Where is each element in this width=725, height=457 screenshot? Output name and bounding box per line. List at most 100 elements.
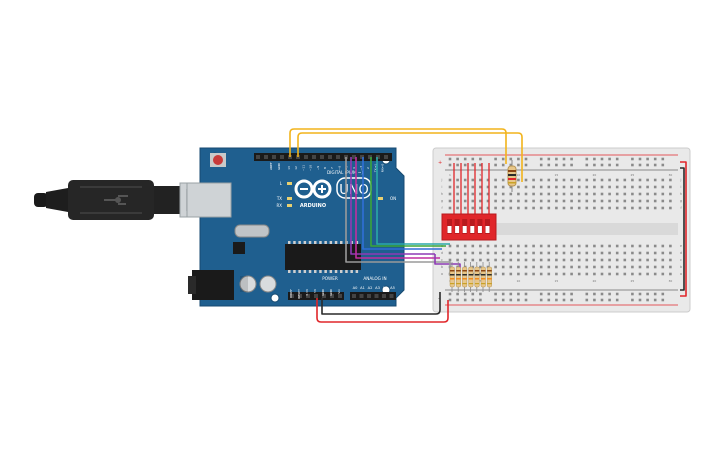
breadboard-hole[interactable] <box>532 199 535 203</box>
breadboard-hole[interactable] <box>486 192 490 196</box>
header-hole[interactable] <box>280 155 284 159</box>
breadboard-hole[interactable] <box>463 258 467 262</box>
breadboard-hole[interactable] <box>532 265 535 269</box>
breadboard-hole[interactable] <box>494 178 497 182</box>
rail-hole[interactable] <box>471 157 475 161</box>
breadboard-hole[interactable] <box>646 272 649 276</box>
rail-hole[interactable] <box>448 163 452 167</box>
breadboard-hole[interactable] <box>524 265 528 269</box>
rail-hole[interactable] <box>631 298 634 302</box>
rail-hole[interactable] <box>608 292 611 296</box>
breadboard-hole[interactable] <box>471 251 475 255</box>
rail-hole[interactable] <box>562 157 566 161</box>
breadboard-hole[interactable] <box>615 206 619 210</box>
breadboard-hole[interactable] <box>501 251 505 255</box>
breadboard-hole[interactable] <box>577 272 581 276</box>
rail-hole[interactable] <box>653 163 657 167</box>
breadboard-hole[interactable] <box>661 185 665 189</box>
breadboard-hole[interactable] <box>524 185 528 189</box>
breadboard-hole[interactable] <box>562 244 566 248</box>
breadboard-hole[interactable] <box>593 192 596 196</box>
rail-hole[interactable] <box>608 163 611 167</box>
breadboard-hole[interactable] <box>547 178 551 182</box>
wire-yellow-outer[interactable] <box>289 128 507 164</box>
breadboard-hole[interactable] <box>615 185 619 189</box>
rail-hole[interactable] <box>585 163 589 167</box>
breadboard-hole[interactable] <box>463 206 467 210</box>
header-hole[interactable] <box>256 155 260 159</box>
resistor-body[interactable] <box>480 266 486 288</box>
header-hole[interactable] <box>336 155 340 159</box>
breadboard-hole[interactable] <box>653 192 657 196</box>
breadboard-hole[interactable] <box>646 199 649 203</box>
breadboard-hole[interactable] <box>585 251 589 255</box>
breadboard-hole[interactable] <box>532 251 535 255</box>
breadboard-hole[interactable] <box>638 251 642 255</box>
breadboard-hole[interactable] <box>570 199 573 203</box>
breadboard-hole[interactable] <box>653 199 657 203</box>
breadboard-hole[interactable] <box>555 272 558 276</box>
dip-switch-toggle[interactable] <box>447 226 452 233</box>
rail-hole[interactable] <box>646 157 649 161</box>
breadboard-hole[interactable] <box>501 272 505 276</box>
breadboard-hole[interactable] <box>631 192 634 196</box>
rail-hole[interactable] <box>653 157 657 161</box>
breadboard-hole[interactable] <box>517 206 520 210</box>
rail-hole[interactable] <box>615 298 619 302</box>
breadboard-hole[interactable] <box>608 251 611 255</box>
header-hole[interactable] <box>304 155 308 159</box>
header-hole[interactable] <box>320 155 324 159</box>
rail-hole[interactable] <box>517 292 520 296</box>
breadboard-hole[interactable] <box>555 199 558 203</box>
breadboard-hole[interactable] <box>615 244 619 248</box>
breadboard-hole[interactable] <box>456 178 459 182</box>
rail-hole[interactable] <box>570 292 573 296</box>
rail-hole[interactable] <box>479 298 482 302</box>
breadboard-hole[interactable] <box>509 199 513 203</box>
rail-hole[interactable] <box>600 292 604 296</box>
breadboard-hole[interactable] <box>638 185 642 189</box>
rail-hole[interactable] <box>524 157 528 161</box>
header-hole[interactable] <box>290 294 294 298</box>
rail-hole[interactable] <box>600 163 604 167</box>
rail-hole[interactable] <box>539 292 543 296</box>
breadboard-hole[interactable] <box>585 192 589 196</box>
breadboard-hole[interactable] <box>646 185 649 189</box>
breadboard-hole[interactable] <box>661 192 665 196</box>
breadboard-hole[interactable] <box>615 178 619 182</box>
breadboard-hole[interactable] <box>593 199 596 203</box>
breadboard-hole[interactable] <box>577 258 581 262</box>
rail-hole[interactable] <box>585 292 589 296</box>
breadboard-hole[interactable] <box>547 272 551 276</box>
breadboard-hole[interactable] <box>555 265 558 269</box>
breadboard-hole[interactable] <box>517 185 520 189</box>
breadboard-hole[interactable] <box>562 185 566 189</box>
breadboard-hole[interactable] <box>623 258 627 262</box>
breadboard-hole[interactable] <box>631 244 634 248</box>
breadboard-hole[interactable] <box>479 178 482 182</box>
rail-hole[interactable] <box>547 163 551 167</box>
breadboard-hole[interactable] <box>471 185 475 189</box>
breadboard-hole[interactable] <box>669 265 672 269</box>
wire-gnd-black[interactable] <box>321 292 441 315</box>
rail-hole[interactable] <box>471 163 475 167</box>
breadboard-hole[interactable] <box>524 192 528 196</box>
breadboard-hole[interactable] <box>486 199 490 203</box>
breadboard-hole[interactable] <box>532 244 535 248</box>
breadboard-hole[interactable] <box>456 251 459 255</box>
rail-hole[interactable] <box>631 157 634 161</box>
breadboard-hole[interactable] <box>653 178 657 182</box>
header-hole[interactable] <box>328 155 332 159</box>
breadboard-hole[interactable] <box>661 199 665 203</box>
breadboard-hole[interactable] <box>623 192 627 196</box>
rail-hole[interactable] <box>547 298 551 302</box>
breadboard-hole[interactable] <box>653 272 657 276</box>
breadboard-hole[interactable] <box>471 258 475 262</box>
rail-hole[interactable] <box>501 163 505 167</box>
breadboard-hole[interactable] <box>653 265 657 269</box>
breadboard-hole[interactable] <box>562 272 566 276</box>
breadboard-hole[interactable] <box>653 244 657 248</box>
breadboard-hole[interactable] <box>661 244 665 248</box>
breadboard-hole[interactable] <box>501 192 505 196</box>
breadboard-hole[interactable] <box>479 192 482 196</box>
